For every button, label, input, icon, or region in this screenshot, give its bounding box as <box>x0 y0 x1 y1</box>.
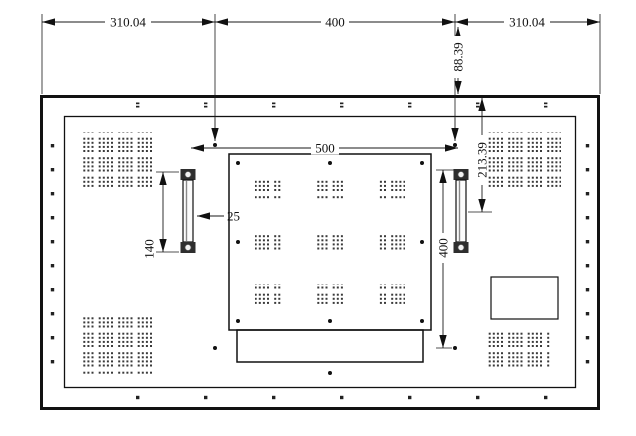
vent-grid-top-right <box>487 132 561 189</box>
dim-label-top-center: 400 <box>325 15 345 30</box>
vesa-holes <box>213 143 457 375</box>
plate-vent-blocks <box>255 180 405 304</box>
dim-label-handle-span: 500 <box>315 141 335 156</box>
screw-column-right <box>584 126 590 378</box>
left-handle <box>180 169 196 253</box>
vent-grid-bottom-right <box>487 329 551 369</box>
dim-label-handle-height-group: 140 <box>142 234 157 264</box>
dim-label-top-offset-group: 88.39 <box>451 36 466 78</box>
outer-bezel <box>40 95 600 410</box>
dim-label-top-left: 310.04 <box>110 15 146 30</box>
ticks-handle-height <box>156 171 179 253</box>
dim-label-handle-width: 25 <box>227 209 240 224</box>
inner-dimensions: 88.39 213.39 500 25 140 400 <box>142 27 492 349</box>
screw-column-left <box>50 126 56 378</box>
screw-row-top <box>96 102 574 108</box>
dim-label-vesa-vertical-group: 400 <box>436 233 451 263</box>
screw-row-bottom <box>96 394 574 400</box>
display-body <box>40 95 600 410</box>
vent-grid-top-left <box>82 132 156 189</box>
plate-screw-holes <box>236 161 424 323</box>
dim-label-side-offset: 213.39 <box>475 142 490 178</box>
top-dimension-chain: 310.04 400 310.04 <box>41 14 601 141</box>
connector-panel <box>236 329 424 363</box>
dim-label-handle-height: 140 <box>142 239 157 259</box>
inner-back-panel <box>63 115 577 389</box>
dim-label-vesa-vertical: 400 <box>436 238 451 258</box>
dim-label-top-right: 310.04 <box>509 15 545 30</box>
label-box-right <box>490 276 559 320</box>
dim-label-top-offset: 88.39 <box>451 42 466 71</box>
extension-lines-top <box>41 14 601 118</box>
right-handle <box>453 169 469 253</box>
dim-label-side-offset-group: 213.39 <box>475 135 490 185</box>
vent-grid-bottom-left <box>82 317 156 374</box>
